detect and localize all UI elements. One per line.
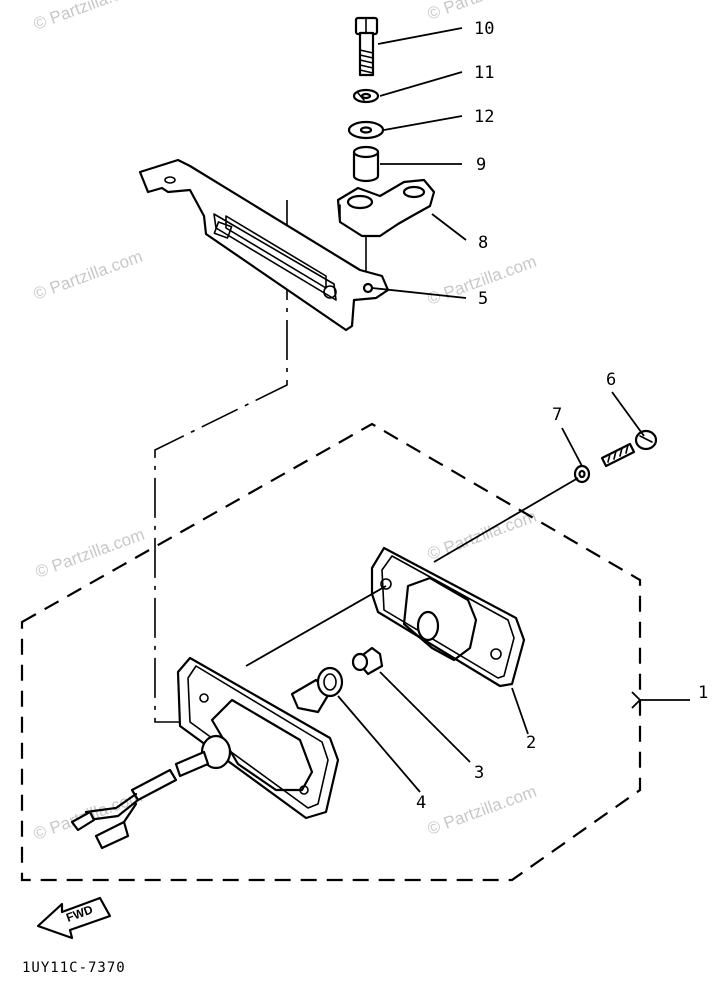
callout-2: 2: [526, 733, 536, 753]
bulb-part-3: [351, 646, 384, 676]
watermark: © Partzilla.com: [31, 0, 145, 34]
callout-4: 4: [416, 793, 426, 813]
flat-washer-part-12: [347, 120, 385, 140]
callout-7: 7: [552, 405, 562, 425]
screw-part-6: [600, 429, 658, 468]
washer-part-7: [573, 464, 591, 484]
watermark: © Partzilla.com: [31, 247, 145, 304]
callout-11: 11: [474, 63, 494, 83]
callout-12: 12: [474, 107, 494, 127]
assembly-outline: [20, 422, 642, 882]
socket-housing-part-4: [70, 656, 344, 850]
callout-9: 9: [476, 155, 486, 175]
callout-8: 8: [478, 233, 488, 253]
callout-numbers: 10 11 12 9 8 5 6 7 1 2 3 4: [416, 19, 708, 813]
callout-6: 6: [606, 370, 616, 390]
bracket-arm-part-8: [336, 178, 436, 285]
watermark: © Partzilla.com: [33, 525, 147, 582]
fwd-arrow: FWD: [36, 896, 112, 940]
watermark: © Partzilla.com: [425, 507, 539, 564]
lock-washer-part-11: [352, 88, 380, 104]
watermark: © Partzilla.com: [425, 782, 539, 839]
mounting-plate-part-5: [138, 158, 390, 332]
bolt-part-10: [354, 16, 379, 77]
lens-part-2: [370, 546, 526, 688]
callout-1: 1: [698, 683, 708, 703]
alignment-line: [154, 200, 288, 723]
callout-5: 5: [478, 289, 488, 309]
diagram-part-code: 1UY11C-7370: [22, 960, 126, 976]
leader-lines: [245, 27, 690, 793]
callout-3: 3: [474, 763, 484, 783]
collar-part-9: [352, 145, 380, 183]
callout-10: 10: [474, 19, 494, 39]
